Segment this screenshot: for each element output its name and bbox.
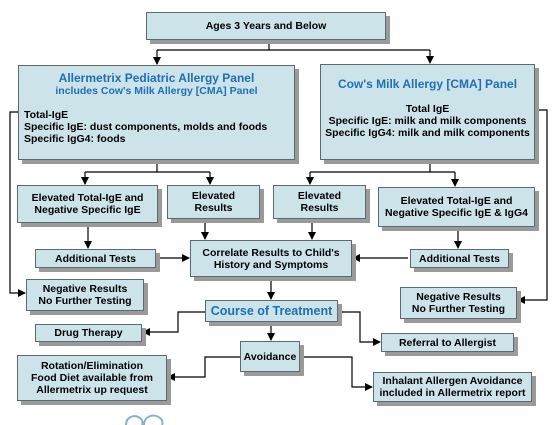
right-elevated-results-box: Elevated Results [273, 185, 366, 219]
avoidance-box: Avoidance [240, 341, 300, 372]
rotation-line3: Allermetrix up request [36, 384, 148, 396]
pediatric-test-specific-ige: Specific IgE: dust components, molds and… [24, 121, 268, 133]
course-of-treatment-box: Course of Treatment [205, 300, 338, 322]
drug-therapy-label: Drug Therapy [54, 327, 123, 339]
connector-avoidance-to-rotation [167, 356, 240, 381]
rotation-line1: Rotation/Elimination [40, 360, 144, 372]
correlate-results-box: Correlate Results to Child's History and… [190, 240, 352, 277]
referral-label: Referral to Allergist [398, 336, 497, 349]
left-negative-line1: Negative Results [42, 283, 128, 295]
right-elevated-negative-line2: Negative Specific IgE & IgG4 [385, 207, 528, 219]
pediatric-allergy-panel-box: Allermetrix Pediatric Allergy Panel incl… [18, 65, 295, 160]
connector-course-to-drug [142, 311, 205, 336]
left-negative-line2: No Further Testing [38, 295, 132, 307]
pediatric-panel-subtitle: includes Cow's Milk Allergy [CMA] Panel [55, 85, 258, 97]
right-elevated-results-line2: Results [300, 202, 339, 214]
connector-ped-to-left-negative [9, 111, 26, 297]
correlate-line1: Correlate Results to Child's [202, 246, 340, 259]
left-elevated-results-line1: Elevated [191, 190, 236, 202]
avoidance-label: Avoidance [243, 350, 297, 363]
pediatric-panel-title: Allermetrix Pediatric Allergy Panel [58, 71, 255, 85]
cma-panel-box: Cow's Milk Allergy [CMA] Panel Total IgE… [320, 64, 535, 160]
left-elevated-negative-line1: Elevated Total-IgE and [31, 192, 144, 204]
drug-therapy-box: Drug Therapy [35, 324, 142, 342]
right-elevated-negative-box: Elevated Total-IgE and Negative Specific… [378, 187, 535, 227]
pediatric-test-specific-igg4: Specific IgG4: foods [24, 133, 126, 145]
left-elevated-negative-box: Elevated Total-IgE and Negative Specific… [17, 185, 158, 223]
right-elevated-results-line1: Elevated [297, 190, 342, 202]
correlate-line2: History and Symptoms [213, 258, 329, 271]
ages-3-and-below-box: Ages 3 Years and Below [146, 12, 386, 40]
referral-to-allergist-box: Referral to Allergist [381, 333, 514, 352]
pediatric-test-total-ige: Total-IgE [24, 109, 69, 121]
connector-cma-to-right-negative [517, 109, 548, 304]
connector-course-to-referral [338, 311, 381, 346]
ages-3-and-below-label: Ages 3 Years and Below [205, 20, 327, 32]
inhalant-line2: included in Allermetrix report [379, 387, 526, 399]
left-additional-tests-label: Additional Tests [55, 252, 136, 265]
left-elevated-results-line2: Results [194, 202, 233, 214]
cma-test-specific-igg4: Specific IgG4: milk and milk components [325, 127, 530, 139]
right-elevated-negative-line1: Elevated Total-IgE and [400, 195, 513, 207]
rotation-elimination-box: Rotation/Elimination Food Diet available… [17, 355, 167, 401]
right-additional-tests-label: Additional Tests [419, 252, 500, 265]
cma-test-specific-ige: Specific IgE: milk and milk components [328, 115, 527, 127]
right-negative-line2: No Further Testing [411, 303, 506, 315]
inhalant-line1: Inhalant Allergen Avoidance [382, 375, 523, 387]
right-negative-results-box: Negative Results No Further Testing [400, 287, 517, 319]
left-elevated-results-box: Elevated Results [167, 185, 260, 219]
right-additional-tests-box: Additional Tests [410, 249, 509, 268]
left-negative-results-box: Negative Results No Further Testing [26, 279, 144, 311]
inhalant-avoidance-box: Inhalant Allergen Avoidance included in … [373, 372, 532, 402]
course-of-treatment-label: Course of Treatment [210, 304, 333, 318]
allermetrix-logo-icon [125, 414, 164, 425]
connector-avoidance-to-inhalant [300, 356, 373, 391]
cma-test-total-ige: Total IgE [405, 103, 450, 115]
cma-panel-title: Cow's Milk Allergy [CMA] Panel [337, 77, 518, 91]
left-additional-tests-box: Additional Tests [35, 249, 156, 268]
left-elevated-negative-line2: Negative Specific IgE [34, 204, 141, 216]
right-negative-line1: Negative Results [416, 291, 501, 303]
rotation-line2: Food Diet available from [31, 372, 153, 384]
